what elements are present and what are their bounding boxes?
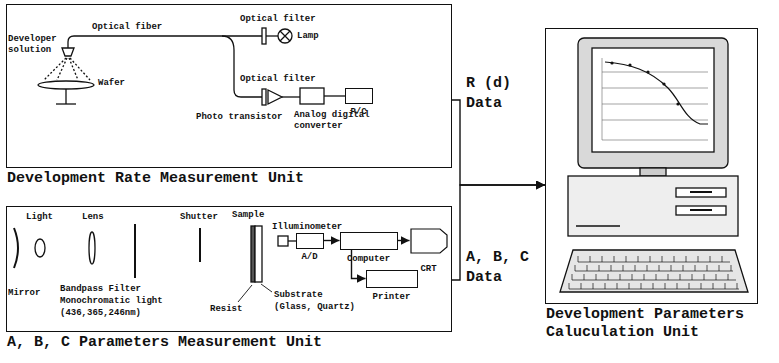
crt-outline: [410, 228, 448, 254]
component-label: Illuminometer: [272, 222, 342, 233]
component-label: Wafer: [98, 78, 125, 89]
calculation-unit-frame: Development Parameters Caluculation Unit: [545, 28, 758, 304]
component-label: Optical filter: [240, 14, 316, 25]
component-label: Shutter: [180, 212, 218, 223]
component-label: Lamp: [297, 31, 319, 42]
unit-trim: [576, 225, 620, 226]
illuminometer-symbol: [278, 236, 288, 246]
light-symbol: [35, 239, 45, 257]
shutter-symbol: [199, 228, 201, 262]
signal-wire: [282, 96, 300, 97]
drive-slot: [690, 209, 712, 211]
component-label: Sample: [232, 210, 264, 221]
monitor-screen: [592, 48, 714, 152]
converter-box: [300, 88, 324, 104]
data-label: R (d) Data: [466, 74, 526, 114]
component-label: Bandpass Filter: [60, 284, 141, 295]
component-label: Lens: [82, 212, 104, 223]
optical-filter: [262, 28, 266, 44]
box-label: Computer: [345, 254, 392, 265]
monitor-stand: [640, 168, 666, 176]
bandpass-filter: [134, 224, 136, 278]
chart-curve: [605, 62, 708, 124]
nozzle: [62, 48, 74, 56]
optical-fiber: [222, 36, 262, 97]
component-label: (436,365,246nm): [60, 308, 141, 319]
phototransistor-symbol: [268, 90, 282, 104]
measurement-unit-frame: P/CDevelopment Rate Measurement Unit: [6, 4, 452, 168]
component-label: Photo transistor: [196, 112, 282, 123]
disk-drive: [676, 206, 726, 215]
component-label: Light: [26, 212, 53, 223]
chart-points: [610, 61, 679, 105]
unit-heading: Development Parameters Caluculation Unit: [546, 306, 778, 342]
keyboard-keys: [569, 256, 739, 289]
optical-filter: [262, 89, 266, 105]
system-unit: [568, 176, 738, 236]
wafer-stand: [65, 89, 66, 104]
component-label: Developer solution: [8, 34, 60, 56]
printer-box: Printer: [366, 270, 418, 288]
component-label: Monochromatic light: [60, 296, 163, 307]
connector-arrow: [398, 240, 410, 241]
unit-heading: Development Rate Measurement Unit: [7, 170, 453, 188]
lamp-symbol: [278, 29, 292, 43]
box-label: A/D: [299, 252, 319, 263]
disk-drive: [676, 188, 726, 197]
connector-arrow: [452, 100, 545, 185]
keyboard: [560, 250, 748, 292]
pc-box: P/C: [345, 88, 373, 104]
connector-arrow: [324, 240, 340, 241]
wafer-stand: [56, 103, 76, 104]
leader-line: [261, 284, 272, 292]
component-label: (Glass, Quartz): [274, 302, 355, 313]
component-label: Mirror: [8, 288, 40, 299]
unit-heading: A, B, C Parameters Measurement Unit: [7, 334, 453, 352]
monitor: [578, 38, 728, 168]
crt-display: CRT: [410, 228, 448, 254]
chart-grid: [602, 58, 708, 140]
box-label: CRT: [418, 264, 438, 275]
computer-box: Computer: [340, 232, 398, 250]
data-label: A, B, C Data: [466, 248, 540, 288]
lens-symbol: [89, 232, 95, 264]
component-label: Optical fiber: [92, 22, 162, 33]
leader-line: [238, 285, 252, 302]
component-label: Resist: [210, 304, 242, 315]
spray: [44, 58, 90, 80]
box-label: Printer: [371, 292, 413, 303]
component-label: Analog digital converter: [294, 110, 378, 132]
drive-slot: [690, 191, 712, 193]
ad-converter-box: A/D: [296, 233, 324, 249]
mirror-symbol: [14, 228, 18, 268]
wafer: [38, 81, 94, 89]
signal-wire: [324, 95, 345, 96]
substrate: [255, 226, 262, 282]
component-label: Substrate: [274, 290, 323, 301]
component-label: Optical filter: [240, 74, 316, 85]
lamp-wire: [266, 35, 278, 36]
lamp-symbol: [280, 31, 290, 41]
